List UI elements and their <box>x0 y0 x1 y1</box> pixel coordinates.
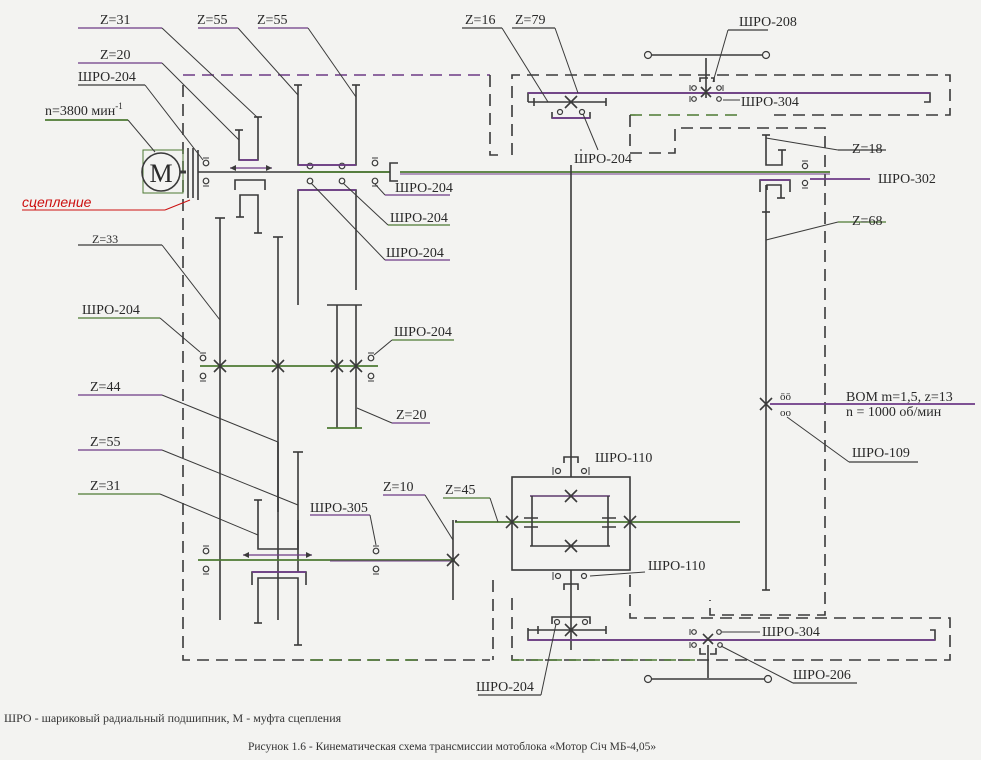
label-z31-top: Z=31 <box>100 13 130 28</box>
motor-speed-label: n=3800 мин-1 <box>45 101 123 119</box>
label-b206: ШРО-206 <box>793 668 851 683</box>
label-z55-a: Z=55 <box>197 13 227 28</box>
label-b109: ШРО-109 <box>852 446 910 461</box>
label-z45: Z=45 <box>445 483 475 498</box>
label-b204-shaft-b: ШРО-204 <box>390 211 448 226</box>
clutch <box>187 148 199 200</box>
label-z20-mid: Z=20 <box>396 408 426 423</box>
upper-final-drive <box>527 50 931 119</box>
motor-symbol: M <box>149 159 172 188</box>
label-z18: Z=18 <box>852 142 882 157</box>
label-b302: ШРО-302 <box>878 172 936 187</box>
label-z31-low: Z=31 <box>90 479 120 494</box>
pto-shaft: ōō oo <box>759 134 975 591</box>
label-b204-shaft-c: ШРО-204 <box>386 246 444 261</box>
figure-legend: ШРО - шариковый радиальный подшипник, М … <box>4 711 342 725</box>
bearing-labels: ШРО-204 ШРО-204 ШРО-204 ШРО-204 ШРО-204 … <box>78 15 936 695</box>
label-z10: Z=10 <box>383 480 413 495</box>
label-b204-shaft-a: ШРО-204 <box>395 181 453 196</box>
label-b204-lower-final: ШРО-204 <box>476 680 534 695</box>
gear-labels: Z=31 Z=55 Z=55 Z=20 Z=33 Z=44 Z=55 Z=31 … <box>90 13 882 498</box>
leader-lines <box>78 27 918 696</box>
label-b204-upper-final: ШРО-204 <box>574 152 632 167</box>
pto-label: ВОМ m=1,5, z=13 <box>846 390 953 405</box>
pto-bearing-glyph-bottom: oo <box>780 407 792 419</box>
label-z16: Z=16 <box>465 13 495 28</box>
label-b204-inter-right: ШРО-204 <box>394 325 452 340</box>
pto-bearing-glyph-top: ōō <box>780 391 792 403</box>
label-b304-bottom: ШРО-304 <box>762 625 820 640</box>
label-z55-low: Z=55 <box>90 435 120 450</box>
input-shaft <box>198 162 830 182</box>
label-b304-top: ШРО-304 <box>741 95 799 110</box>
motor: M <box>141 149 186 194</box>
label-z79: Z=79 <box>515 13 545 28</box>
label-b305: ШРО-305 <box>310 501 368 516</box>
label-b204-inter-left: ШРО-204 <box>82 303 140 318</box>
input-shift-gears <box>230 116 272 234</box>
label-b110-top: ШРО-110 <box>595 451 652 466</box>
label-z44: Z=44 <box>90 380 120 395</box>
lower-final-drive <box>527 616 936 684</box>
label-b204-input: ШРО-204 <box>78 70 136 85</box>
input-large-gears <box>294 84 360 305</box>
lower-shaft <box>198 499 460 646</box>
label-z33: Z=33 <box>92 232 118 246</box>
label-z55-b: Z=55 <box>257 13 287 28</box>
label-b208: ШРО-208 <box>739 15 797 30</box>
label-b110-bottom: ШРО-110 <box>648 559 705 574</box>
gearbox-housing-outline <box>182 74 951 661</box>
pto-speed: n = 1000 об/мин <box>846 405 942 420</box>
intermediate-shaft <box>199 217 378 620</box>
clutch-label: сцепление <box>22 194 92 210</box>
label-z68: Z=68 <box>852 214 882 229</box>
label-z20-top: Z=20 <box>100 48 130 63</box>
differential <box>455 165 740 650</box>
figure-caption: Рисунок 1.6 - Кинематическая схема транс… <box>248 741 656 753</box>
